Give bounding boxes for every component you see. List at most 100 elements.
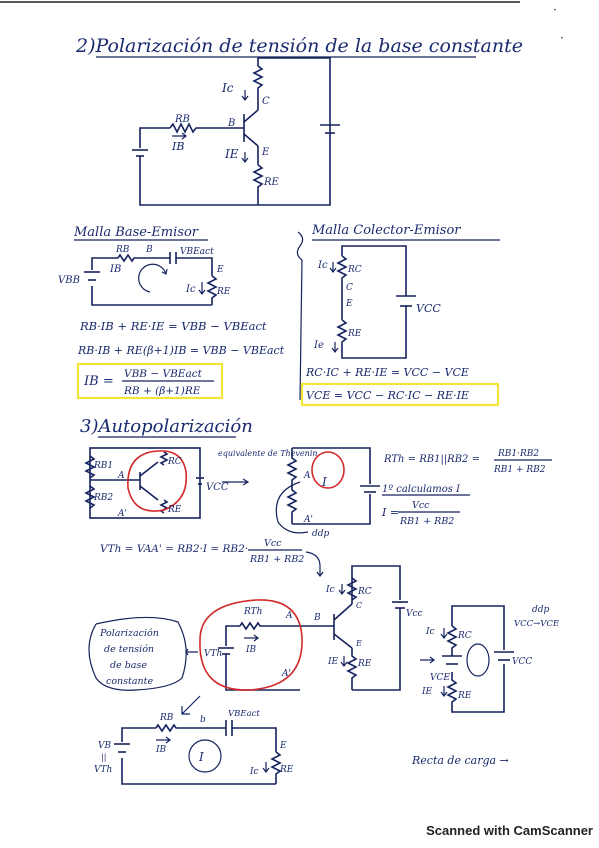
be-boxed-num: VBB − VBEact <box>124 368 203 380</box>
thev-label-re: RE <box>357 659 372 669</box>
bottom-label-b: b <box>200 715 206 725</box>
thev-label-ic: Ic <box>325 585 335 595</box>
thev-label-a2: A' <box>281 669 291 679</box>
thev-label-vcc: Vcc <box>406 609 423 619</box>
bottom-label-eq: || <box>101 753 106 762</box>
malla-be-circuit <box>84 252 218 306</box>
thev-label-rc: RC <box>357 587 372 597</box>
ce-label-e: E <box>345 299 353 309</box>
ce-boxed: VCE = VCC − RC·IC − RE·IE <box>306 389 469 402</box>
i-lhs: I = <box>381 506 399 519</box>
down-arrow <box>181 695 201 715</box>
svg-text:de tensión: de tensión <box>104 644 154 655</box>
label-re: RE <box>263 177 280 188</box>
be-result-box <box>76 362 224 400</box>
label-ie: IE <box>224 147 239 161</box>
auto-label-a2: A' <box>117 509 127 519</box>
first-calc: 1º calculamos I <box>382 484 461 495</box>
rth-den: RB1 + RB2 <box>493 465 546 475</box>
speck: · <box>553 3 557 17</box>
section2-circuit <box>132 57 340 206</box>
column-divider <box>296 231 304 401</box>
ce-label-rc: RC <box>347 265 362 275</box>
divider-circuit <box>275 447 380 534</box>
right-label-re: RE <box>457 691 472 701</box>
right-label-ie: IE <box>421 687 433 697</box>
bottom-label-vb: VB <box>98 741 111 751</box>
bottom-circuit <box>114 720 282 785</box>
thev-label-rth: RTh <box>243 607 262 617</box>
be-label-re: RE <box>216 287 231 297</box>
bottom-label-vbeact: VBEact <box>228 709 260 719</box>
svg-text:constante: constante <box>106 676 153 687</box>
be-eq2: RB·IB + RE(β+1)IB = VBB − VBEact <box>77 344 285 357</box>
ce-eq1: RC·IC + RE·IE = VCC − VCE <box>305 366 469 379</box>
malla-be-title: Malla Base-Emisor <box>73 225 199 240</box>
thev-label-ib: IB <box>245 645 257 655</box>
auto-label-rb1: RB1 <box>93 461 113 471</box>
i-num: Vcc <box>412 500 430 511</box>
section2-title: 2)Polarización de tensión de la base con… <box>75 35 523 57</box>
rth-num: RB1·RB2 <box>497 449 539 459</box>
rth-eq: RTh = RB1||RB2 = <box>383 454 480 465</box>
svg-text:Polarización: Polarización <box>99 628 159 639</box>
ce-result-box <box>300 382 500 407</box>
ce-label-c: C <box>346 283 353 293</box>
svg-text:de base: de base <box>110 660 147 671</box>
thevenin-arrow <box>222 478 250 486</box>
ce-label-re: RE <box>347 329 362 339</box>
ce-label-ie: Ie <box>313 340 324 351</box>
auto-label-a: A <box>117 471 125 481</box>
be-eq1: RB·IB + RE·IE = VBB − VBEact <box>79 319 267 333</box>
divider-label-i: I <box>321 475 327 489</box>
right-label-ddp: ddp <box>532 605 550 615</box>
autopol-circuit <box>84 447 204 519</box>
divider-label-ddp: ddp <box>312 529 330 539</box>
camscanner-footer: Scanned with CamScanner <box>426 823 593 838</box>
auto-label-rc: RC <box>167 457 182 467</box>
thev-label-vth: VTh <box>204 649 222 659</box>
bottom-label-rb: RB <box>159 713 174 723</box>
vth-num: Vcc <box>264 538 282 549</box>
divider-label-a: A <box>303 471 311 481</box>
label-b: B <box>227 118 235 129</box>
malla-ce-title: Malla Colector-Emisor <box>311 223 461 238</box>
i-den: RB1 + RB2 <box>399 516 454 527</box>
thev-label-e: E <box>355 639 362 648</box>
be-label-rb: RB <box>115 245 130 255</box>
right-label-ic: Ic <box>425 627 435 637</box>
right-label-vcc: VCC <box>512 657 532 667</box>
divider-label-a2: A' <box>303 515 313 525</box>
auto-label-rb2: RB2 <box>93 493 113 503</box>
auto-label-re: RE <box>167 505 182 515</box>
section3-title: 3)Autopolarización <box>80 416 253 437</box>
label-ib: IB <box>171 140 184 153</box>
auto-label-vcc: VCC <box>206 482 229 493</box>
bottom-label-ib: IB <box>155 745 167 755</box>
thevenin-circuit <box>199 565 408 691</box>
right-label-vce: VCE <box>430 673 450 683</box>
be-label-vbeact: VBEact <box>180 247 214 257</box>
ce-label-ic: Ic <box>317 260 328 271</box>
label-c: C <box>262 96 270 107</box>
bottom-label-ic: Ic <box>249 767 259 777</box>
be-label-ib: IB <box>109 264 121 275</box>
right-label-vcc-vce: VCC→VCE <box>514 619 560 629</box>
recta-de-carga: Recta de carga → <box>411 754 509 767</box>
right-label-rc: RC <box>457 631 472 641</box>
thev-label-ie: IE <box>327 657 339 667</box>
bubble-note: Polarización de tensión de base constant… <box>88 616 198 691</box>
be-label-e: E <box>216 265 224 275</box>
arrow-note: equivalente de Thevenin <box>218 449 318 458</box>
be-label-ic: Ic <box>185 284 196 295</box>
label-ic: Ic <box>221 81 234 95</box>
malla-ce-circuit <box>329 245 416 359</box>
label-rb: RB <box>174 114 190 125</box>
bottom-label-i: I <box>198 750 204 764</box>
thev-label-c: C <box>356 601 362 610</box>
be-boxed-lhs: IB = <box>83 374 114 389</box>
be-label-b: B <box>145 245 153 255</box>
thev-label-a: A <box>285 611 293 621</box>
speck: · <box>560 31 564 45</box>
